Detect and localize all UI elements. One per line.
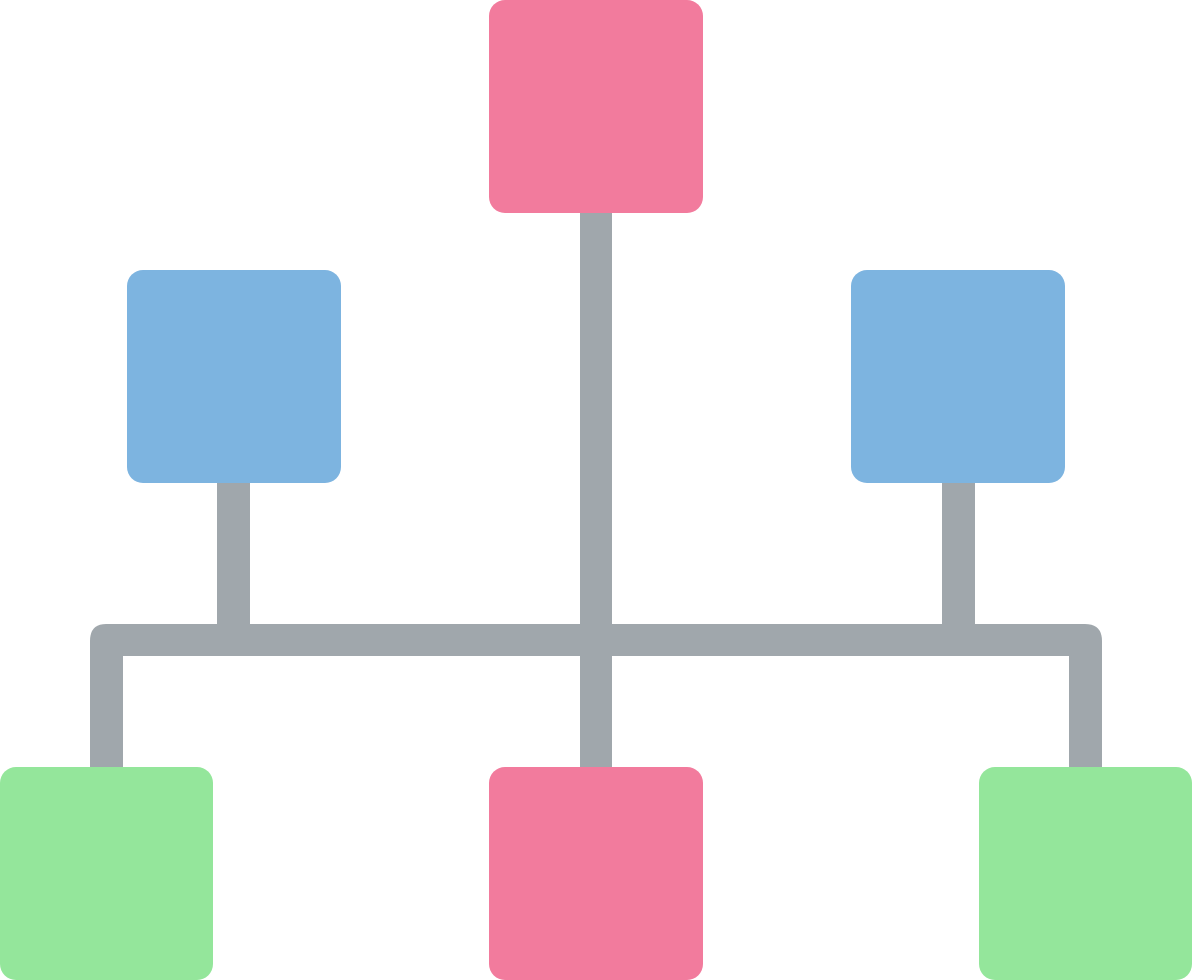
connector-bus [90,624,1102,775]
connector-right-vertical [942,475,975,635]
node-top-center [489,0,703,213]
node-bottom-center [489,767,703,980]
node-bottom-right [979,767,1192,980]
node-middle-right [851,270,1065,483]
connector-left-vertical [217,475,250,635]
node-bottom-left [0,767,213,980]
connectors [90,205,1102,775]
node-middle-left [127,270,341,483]
connector-top-vertical [580,205,612,775]
